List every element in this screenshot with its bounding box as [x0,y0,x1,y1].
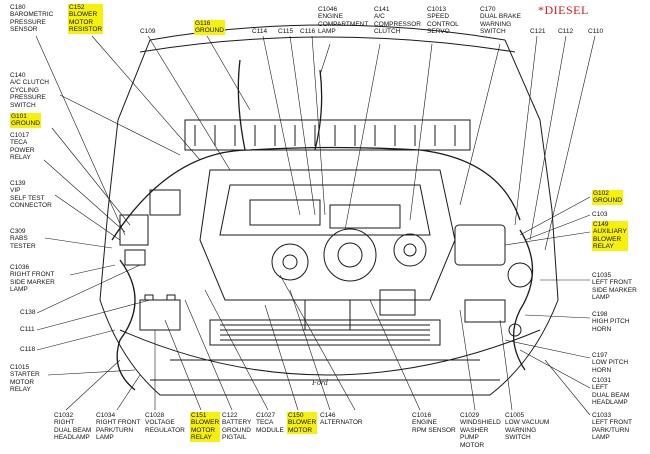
cowl-panel [184,119,471,151]
radiator [209,319,441,346]
left-fender-components [454,224,533,337]
label-c149: C149 AUXILIARY BLOWER RELAY [592,221,628,251]
label-c1031: C1031 LEFT DUAL BEAM HEADLAMP [592,377,630,407]
label-c1034: C1034 RIGHT FRONT PARK/TURN LAMP [96,412,141,442]
maker-mark: Ford [312,378,328,387]
leader-lines [35,35,596,416]
label-c138: C138 [20,309,36,316]
label-c1033: C1033 LEFT FRONT PARK/TURN LAMP [592,412,632,442]
label-c1046: C1046 ENGINE COMPARTMENT LAMP [318,6,369,36]
right-fender-relays [119,189,181,266]
label-c1029: C1029 WINDSHIELD WASHER PUMP MOTOR [460,412,501,449]
label-c180: C180 BAROMETRIC PRESSURE SENSOR [10,4,54,34]
label-c118: C118 [20,346,36,353]
label-c122: C122 BATTERY GROUND PIGTAIL [222,412,252,442]
label-c103: C103 [592,211,608,218]
label-g102: G102 GROUND [592,190,623,205]
battery [139,294,181,331]
diesel-tag: *DIESEL [538,3,589,17]
label-c1005: C1005 LOW VACUUM WARNING SWITCH [505,412,550,442]
label-c309: C309 RABS TESTER [10,228,36,250]
label-c1027: C1027 TECA MODULE [256,412,284,434]
label-c121: C121 [530,28,546,35]
engine-block [199,169,456,331]
label-c114: C114 [252,28,268,35]
label-g101: G101 GROUND [10,113,41,128]
label-c116: C116 [300,28,316,35]
label-c110: C110 [588,28,604,35]
label-c150: C150 BLOWER MOTOR [287,412,318,435]
label-c152: C152 BLOWER MOTOR RESISTOR [68,4,104,34]
label-c139: C139 VIP SELF TEST CONNECTOR [10,180,52,210]
label-c198: C198 HIGH PITCH HORN [592,311,630,333]
label-c115: C115 [278,28,294,35]
label-c1016: C1016 ENGINE RPM SENSOR [412,412,456,434]
label-c140: C140 A/C CLUTCH CYCLING PRESSURE SWITCH [10,72,50,109]
label-c1028: C1028 VOLTAGE REGULATOR [145,412,185,434]
label-c1017: C1017 TECA POWER RELAY [10,132,35,162]
label-c170: C170 DUAL BRAKE WARNING SWITCH [480,6,521,36]
label-c1032: C1032 RIGHT DUAL BEAM HEADLAMP [54,412,92,442]
label-c197: C197 LOW PITCH HORN [592,352,629,374]
label-c1015: C1015 STARTER MOTOR RELAY [10,364,40,394]
label-c146: C146 ALTERNATOR [320,412,363,427]
label-c1013: C1013 SPEED CONTROL SERVO [427,6,459,36]
wiring-harness [111,59,534,391]
label-c111: C111 [20,326,35,333]
label-c141: C141 A/C COMPRESSOR CLUTCH [374,6,421,36]
label-c1036: C1036 RIGHT FRONT SIDE MARKER LAMP [10,264,55,294]
label-c112: C112 [558,28,574,35]
label-c109: C109 [140,28,156,35]
label-c1035: C1035 LEFT FRONT SIDE MARKER LAMP [592,272,637,302]
label-c151: C151 BLOWER MOTOR RELAY [190,412,221,442]
label-g116: G116 GROUND [194,20,225,35]
